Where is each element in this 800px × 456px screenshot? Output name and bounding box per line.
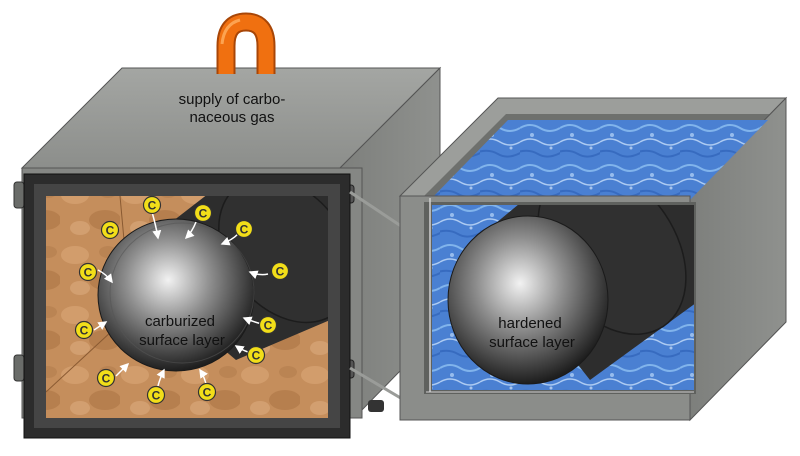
hinge <box>13 354 25 382</box>
svg-text:C: C <box>264 319 273 333</box>
carbon-atom-icon: C <box>197 382 217 402</box>
carbon-atom-icon: C <box>246 345 266 365</box>
hinge <box>13 181 25 209</box>
svg-text:C: C <box>240 223 249 237</box>
svg-text:C: C <box>203 386 212 400</box>
water-surface <box>430 120 768 200</box>
svg-text:C: C <box>106 224 115 238</box>
carburized-label-line2: surface layer <box>139 332 225 349</box>
carbon-atom-icon: C <box>74 320 94 340</box>
quench-tank: hardened surface layer <box>398 96 788 422</box>
carbon-atom-icon: C <box>100 220 120 240</box>
svg-text:C: C <box>252 349 261 363</box>
svg-text:C: C <box>276 265 285 279</box>
svg-text:C: C <box>152 389 161 403</box>
connector-rod <box>349 366 405 402</box>
svg-text:C: C <box>80 324 89 338</box>
carbon-atom-icon: C <box>258 315 278 335</box>
svg-text:C: C <box>199 207 208 221</box>
carbon-atom-icon: C <box>96 368 116 388</box>
furnace: supply of carbo- naceous gas carburized … <box>13 12 442 439</box>
carburized-label-line1: carburized <box>145 313 215 330</box>
hardened-label-line1: hardened <box>498 315 561 332</box>
foot <box>368 400 384 412</box>
carbon-atom-icon: C <box>234 219 254 239</box>
carbon-atom-icon: C <box>78 262 98 282</box>
svg-text:C: C <box>148 199 157 213</box>
workpiece-end <box>447 215 609 385</box>
carbon-atom-icon: C <box>146 385 166 405</box>
gas-supply-label-line2: naceous gas <box>189 109 274 126</box>
connector-rod <box>349 190 405 230</box>
svg-text:C: C <box>102 372 111 386</box>
carbon-atom-icon: C <box>142 195 162 215</box>
gas-supply-label-line1: supply of carbo- <box>179 91 286 108</box>
diffusion-arrows <box>93 211 269 387</box>
svg-text:C: C <box>84 266 93 280</box>
gas-pipe-icon <box>216 12 276 74</box>
carbon-atoms: C C C C C C C C C C C C <box>74 195 290 405</box>
hardened-label-line2: surface layer <box>489 334 575 351</box>
carbon-atom-icon: C <box>193 203 213 223</box>
carbon-atom-icon: C <box>270 261 290 281</box>
